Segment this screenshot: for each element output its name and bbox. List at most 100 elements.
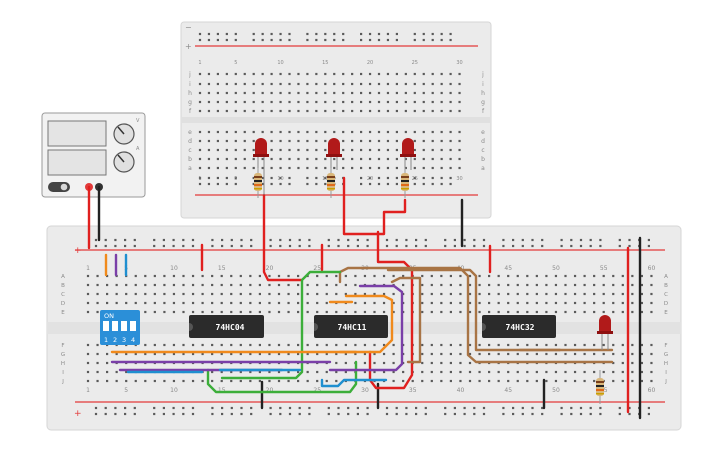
chip-74hc32[interactable]: 74HC32 <box>482 315 556 338</box>
dip-toggle-2[interactable] <box>112 321 118 331</box>
dip-num-1: 1 <box>104 336 108 344</box>
bottom-row-E-right: E <box>664 310 668 316</box>
top-colnum-upper-10: 10 <box>277 60 283 66</box>
bottom-rail-plus-2: + <box>74 409 82 419</box>
bottom-row-D-right: D <box>664 301 668 307</box>
top-colnum-lower-15: 15 <box>322 176 328 182</box>
top-colnum-upper-25: 25 <box>412 60 418 66</box>
bottom-colnum-upper-60: 60 <box>648 265 656 272</box>
top-colnum-upper-5: 5 <box>234 60 237 66</box>
wire-red-loop[interactable] <box>368 230 414 390</box>
top-colnum-lower-1: 1 <box>198 176 201 182</box>
top-colnum-lower-5: 5 <box>234 176 237 182</box>
bottom-row-C-left: C <box>61 292 65 298</box>
top-row-d-left: d <box>188 138 192 145</box>
top-hole-grid <box>198 32 461 186</box>
bottom-row-I-left: I <box>62 370 64 376</box>
bottom-row-B-left: B <box>61 283 65 289</box>
bottom-colnum-lower-30: 30 <box>361 387 369 394</box>
bottom-row-F-right: F <box>664 343 667 349</box>
top-row-b-left: b <box>188 156 192 163</box>
bottom-row-J-left: J <box>61 379 64 385</box>
bottom-row-I-right: I <box>665 370 667 376</box>
bottom-colnum-lower-1: 1 <box>86 387 90 394</box>
resistor-1[interactable] <box>254 168 262 198</box>
bottom-row-H-right: H <box>664 361 668 367</box>
chip-74hc04[interactable]: 74HC04 <box>189 315 264 338</box>
bottom-rail-plus: + <box>74 246 82 256</box>
top-row-c-left: c <box>188 147 191 154</box>
bottom-colnum-lower-40: 40 <box>457 387 465 394</box>
wire-brown-2[interactable] <box>390 276 422 364</box>
resistor-4[interactable] <box>596 370 604 404</box>
bottom-colnum-lower-5: 5 <box>124 387 128 394</box>
wires <box>87 176 642 420</box>
chip-74hc11[interactable]: 74HC11 <box>314 315 388 338</box>
top-row-h-right: h <box>481 90 485 97</box>
bottom-colnum-upper-10: 10 <box>170 265 178 272</box>
led-2[interactable] <box>326 138 342 172</box>
wire-purple-3[interactable] <box>328 284 404 372</box>
knob-label-v: V <box>136 118 140 124</box>
power-supply[interactable]: V A <box>41 112 146 198</box>
bottom-row-C-right: C <box>664 292 668 298</box>
bottom-colnum-upper-15: 15 <box>218 265 226 272</box>
wire-brown-1[interactable] <box>338 266 614 364</box>
dip-toggle-3[interactable] <box>121 321 127 331</box>
top-colnum-upper-15: 15 <box>322 60 328 66</box>
wire-orange-2[interactable] <box>338 294 394 354</box>
dip-num-2: 2 <box>113 336 117 344</box>
top-colnum-lower-25: 25 <box>412 176 418 182</box>
wire-led1-red[interactable] <box>262 193 304 282</box>
bottom-colnum-lower-25: 25 <box>313 387 321 394</box>
top-row-g-right: g <box>481 99 485 106</box>
top-row-i-right: i <box>482 81 484 88</box>
top-row-e-right: e <box>481 129 485 136</box>
dip-num-3: 3 <box>122 336 126 344</box>
top-colnum-upper-20: 20 <box>367 60 373 66</box>
bottom-colnum-lower-50: 50 <box>552 387 560 394</box>
top-row-e-left: e <box>188 129 192 136</box>
wire-green-1[interactable] <box>220 270 342 380</box>
bottom-row-J-right: J <box>664 379 667 385</box>
resistor-3[interactable] <box>401 168 409 198</box>
bottom-colnum-lower-10: 10 <box>170 387 178 394</box>
dip-toggle-1[interactable] <box>103 321 109 331</box>
bottom-colnum-lower-60: 60 <box>648 387 656 394</box>
chip-label-74hc04: 74HC04 <box>216 323 245 332</box>
bottom-colnum-lower-20: 20 <box>266 387 274 394</box>
bottom-colnum-upper-45: 45 <box>504 265 512 272</box>
bottom-row-F-left: F <box>61 343 64 349</box>
resistor-2[interactable] <box>327 168 335 198</box>
top-row-f-right: f <box>482 108 485 115</box>
bottom-row-A-left: A <box>61 274 65 280</box>
top-colnum-upper-30: 30 <box>456 60 462 66</box>
chip-label-74hc11: 74HC11 <box>338 323 367 332</box>
chip-label-74hc32: 74HC32 <box>506 323 535 332</box>
top-colnum-lower-30: 30 <box>456 176 462 182</box>
dip-on-label: ON <box>104 312 114 320</box>
top-row-j-right: j <box>481 71 484 78</box>
bottom-colnum-lower-35: 35 <box>409 387 417 394</box>
top-row-c-right: c <box>481 147 484 154</box>
dip-switch[interactable]: ON 1 2 3 4 <box>100 310 140 345</box>
led-1[interactable] <box>253 138 269 195</box>
led-4[interactable] <box>597 315 613 350</box>
top-rail-plus: + <box>185 42 192 51</box>
wire-led2-red[interactable] <box>342 176 407 236</box>
bottom-row-G-left: G <box>61 352 65 358</box>
top-colnum-lower-20: 20 <box>367 176 373 182</box>
wire-blue-3[interactable] <box>320 378 388 388</box>
knob-label-a: A <box>136 146 140 152</box>
wire-brown-3[interactable] <box>386 268 562 352</box>
dip-toggle-4[interactable] <box>130 321 136 331</box>
top-row-g-left: g <box>188 99 192 106</box>
top-row-a-left: a <box>188 165 192 172</box>
bottom-row-D-left: D <box>61 301 65 307</box>
bottom-colnum-upper-20: 20 <box>266 265 274 272</box>
bottom-colnum-upper-1: 1 <box>86 265 90 272</box>
top-colnum-upper-1: 1 <box>198 60 201 66</box>
